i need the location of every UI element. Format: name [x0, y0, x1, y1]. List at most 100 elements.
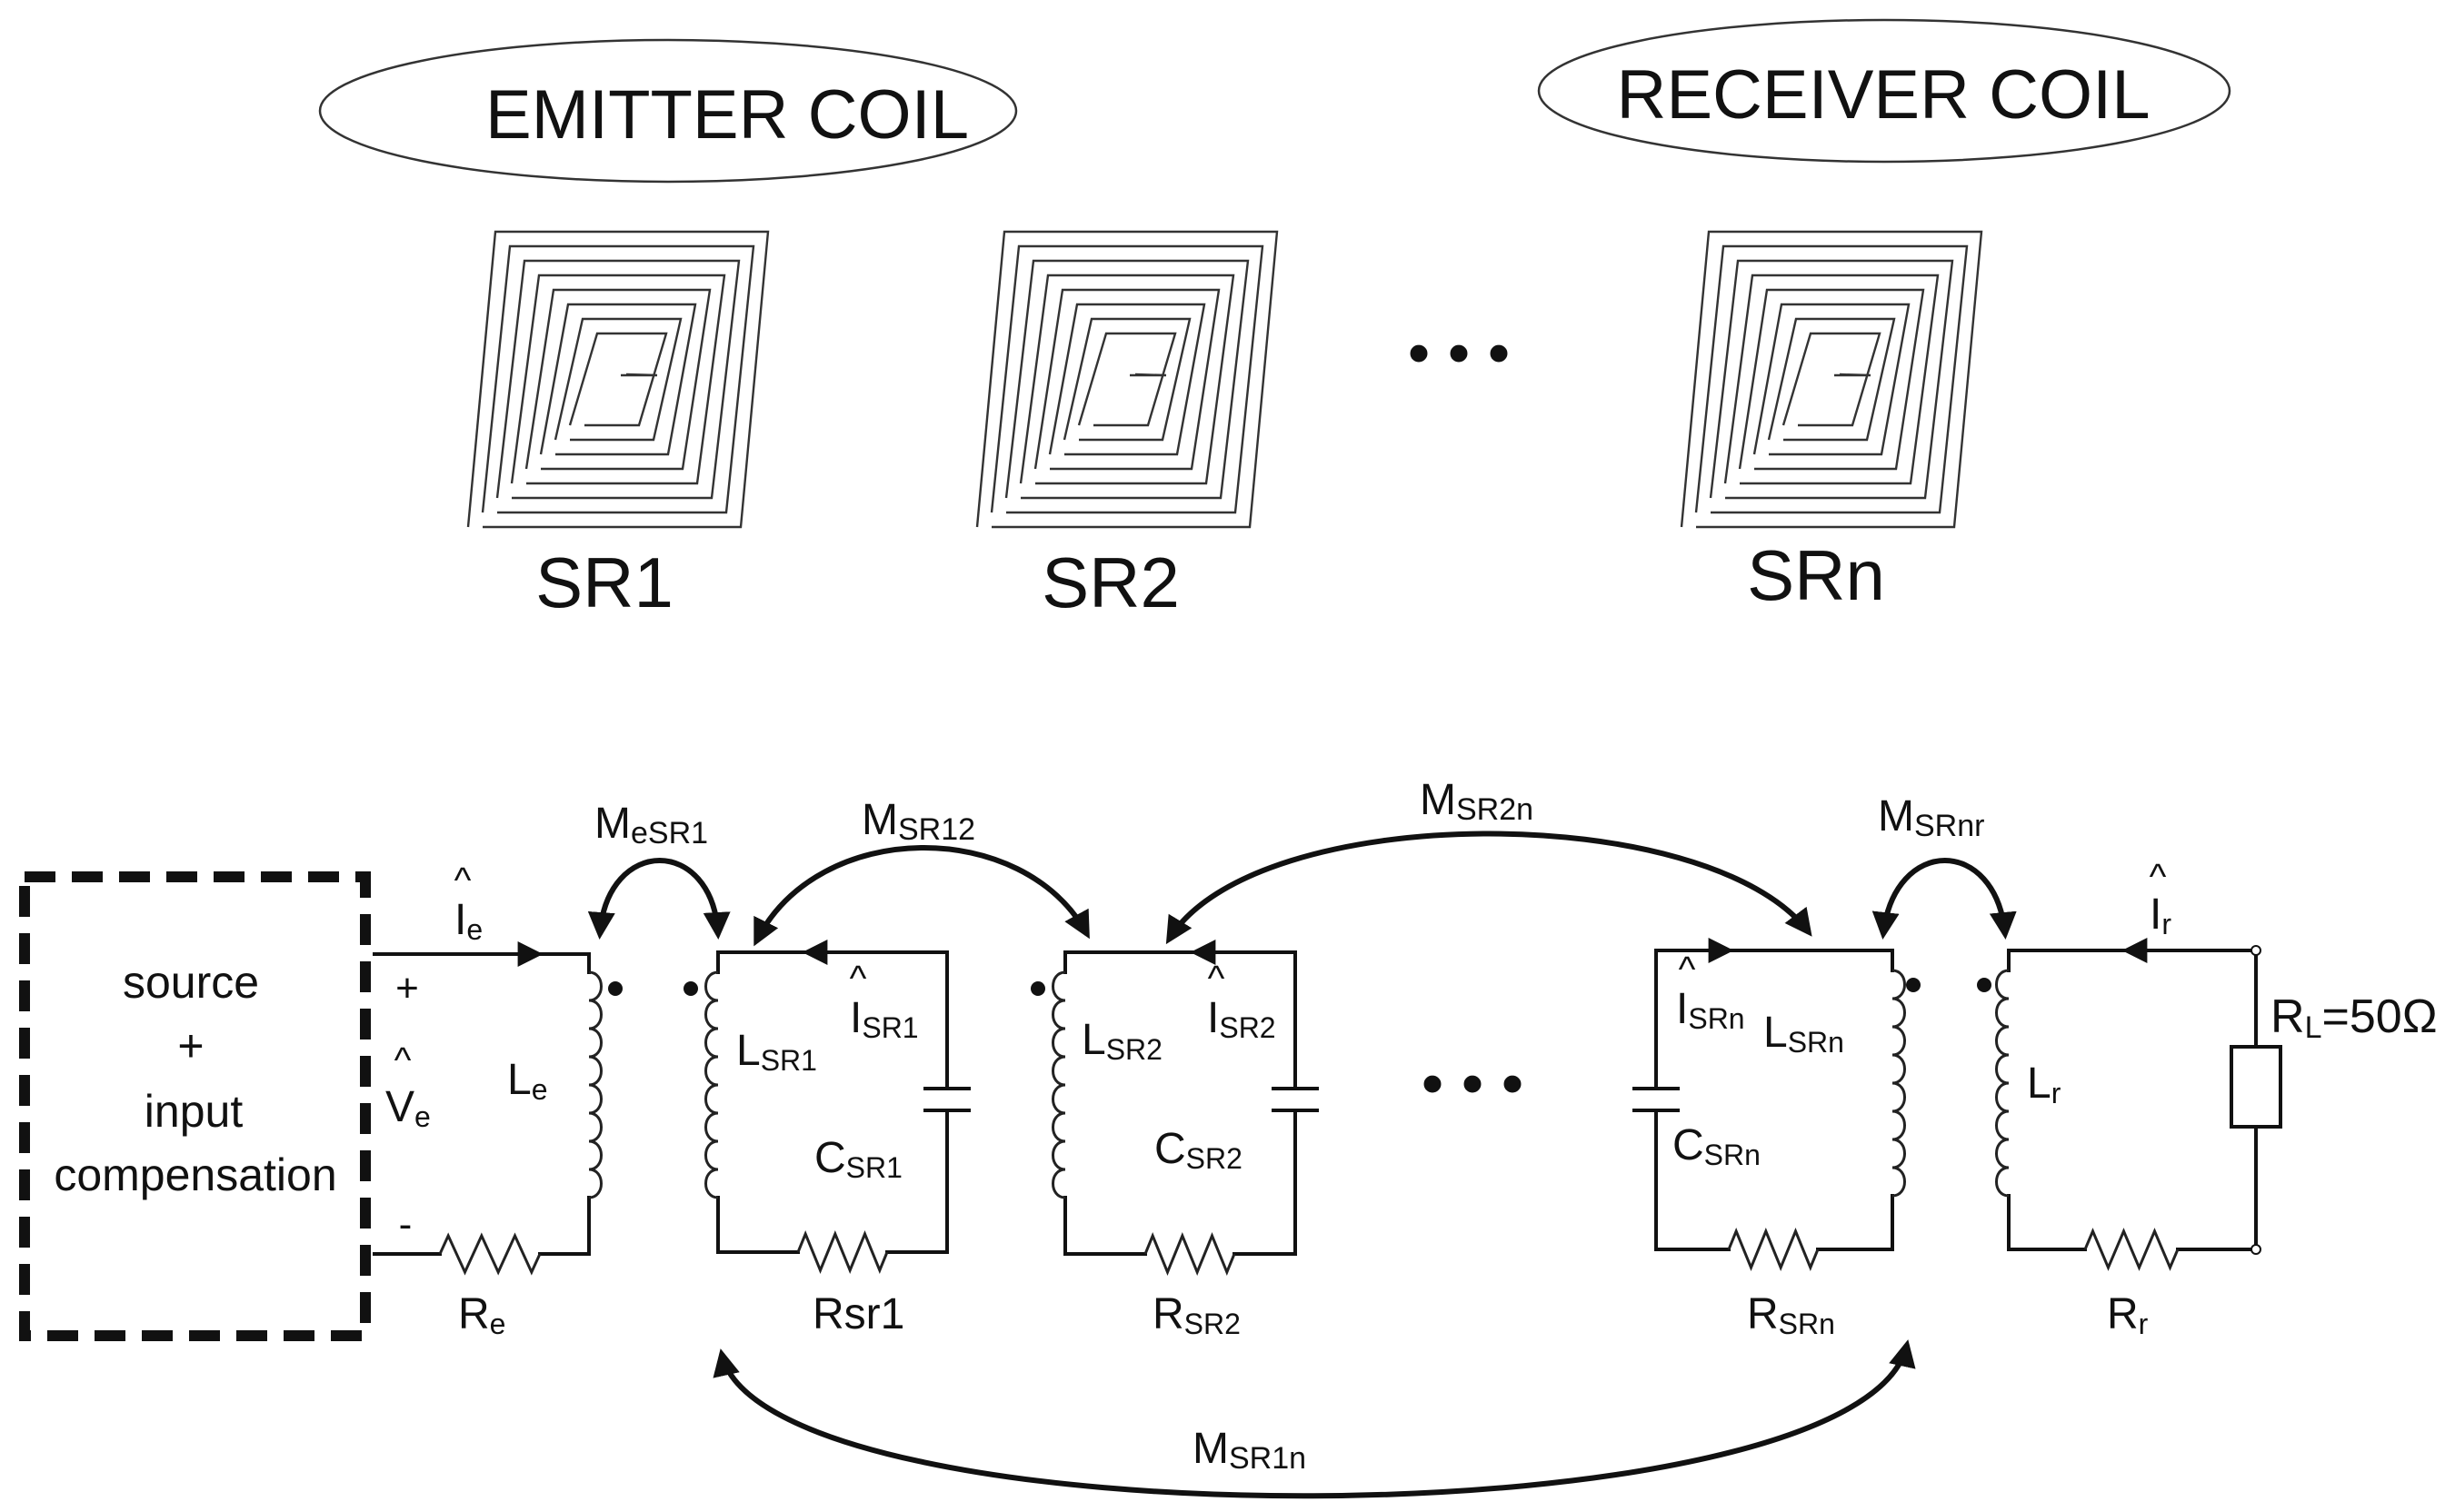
circuit-ellipsis: • • •: [1422, 1048, 1523, 1119]
spiral-turn: [481, 244, 755, 514]
rr-label: Rr: [2107, 1290, 2149, 1340]
svg-text:Ir: Ir: [2150, 890, 2171, 940]
isrn-main: I: [1676, 985, 1688, 1033]
rsrn-main: R: [1747, 1290, 1779, 1338]
srn-dot: [1906, 978, 1921, 992]
m-esr1-main: M: [594, 800, 631, 848]
spiral-turn: [1077, 332, 1177, 427]
source-dashed-box: [19, 871, 371, 1341]
csr2-label: CSR2: [1154, 1125, 1242, 1175]
m-sr12-main: M: [862, 796, 898, 844]
receiver-title-ellipse: [1537, 18, 2231, 164]
m-srnr-label: MSRnr: [1878, 792, 1984, 843]
srn-left-top-wire: [1654, 949, 1894, 1090]
spiral-turn: [975, 230, 1279, 529]
ir-sub: r: [2161, 908, 2171, 940]
spiral-turn: [539, 303, 697, 456]
receiver-inductor: [1995, 969, 2010, 1198]
isr2-sub: SR2: [1219, 1011, 1275, 1044]
spiral-turn: [1680, 230, 1983, 529]
isr1-sub: SR1: [862, 1011, 918, 1044]
spiral-turn: [554, 317, 683, 442]
spiral-turn: [466, 230, 770, 529]
m-sr2n-main: M: [1420, 776, 1456, 824]
rl-main: R: [2270, 990, 2305, 1043]
csr2-main: C: [1154, 1125, 1186, 1173]
source-block: source + input compensation: [19, 871, 371, 1341]
ve-sub: e: [414, 1100, 431, 1133]
isr2-main: I: [1207, 994, 1219, 1042]
lr-main: L: [2027, 1059, 2051, 1108]
receiver-circuit: [1977, 938, 2282, 1271]
isr2-label: ^ ISR2: [1207, 959, 1276, 1044]
m-sr1n-main: M: [1193, 1425, 1229, 1473]
receiver-bottom-wire: [2007, 1194, 2087, 1251]
spiral-turn: [990, 244, 1264, 514]
receiver-dot: [1977, 978, 1991, 992]
m-esr1-label: MeSR1: [594, 800, 708, 850]
sr1-dot: [684, 981, 698, 996]
receiver-resistor: [2083, 1228, 2180, 1271]
isr1-main: I: [850, 994, 862, 1042]
m-sr1n-sub: SR1n: [1229, 1441, 1306, 1476]
svg-text:ISR1: ISR1: [850, 994, 919, 1044]
sr1-circuit: [684, 940, 971, 1274]
spiral-turn: [1767, 317, 1896, 442]
spiral-turn: [1048, 303, 1206, 456]
m-srnr-arc: [1871, 858, 2017, 940]
csr1-sub: SR1: [846, 1151, 903, 1184]
m-srnr-sub: SRnr: [1914, 809, 1984, 843]
receiver-right-wire: [2176, 1125, 2258, 1251]
compensation-text: compensation: [54, 1149, 336, 1200]
re-sub: e: [490, 1308, 506, 1340]
lsrn-label: LSRn: [1763, 1009, 1844, 1059]
sr2-bottom-wire: [1063, 1196, 1147, 1256]
csr1-main: C: [814, 1134, 846, 1182]
spiral-turn: [1752, 303, 1911, 456]
load-terminal-bottom: [2250, 1244, 2261, 1255]
spiral-turn: [1781, 332, 1881, 427]
sr2-circuit: [1031, 940, 1319, 1276]
m-sr12-sub: SR12: [898, 812, 975, 847]
ir-label: ^ Ir: [2150, 857, 2172, 940]
spiral-turn: [495, 259, 741, 500]
m-sr1n-label: MSR1n: [1193, 1425, 1306, 1476]
rsr1-label: Rsr1: [813, 1290, 904, 1338]
ie-main: I: [454, 896, 466, 944]
sr2-resistor: [1143, 1232, 1236, 1276]
csrn-sub: SRn: [1704, 1139, 1761, 1171]
csr2-sub: SR2: [1186, 1142, 1242, 1175]
source-text: source: [123, 957, 259, 1008]
rsr2-main: R: [1153, 1290, 1184, 1338]
sr1-bottom-wire: [716, 1196, 800, 1254]
srn-left-bottom-wire: [1654, 1109, 1731, 1251]
re-main: R: [458, 1290, 490, 1338]
receiver-top-wire: [2007, 949, 2258, 1049]
spiral-turn: [1004, 259, 1250, 500]
isrn-sub: SRn: [1688, 1002, 1744, 1035]
emitter-coil-title: EMITTER COIL: [318, 38, 1018, 184]
m-sr2n-arc: [1165, 831, 1812, 945]
rr-sub: r: [2139, 1308, 2149, 1340]
srn-inductor: [1891, 969, 1906, 1198]
isrn-hat: ^: [1679, 950, 1696, 990]
spiral-resonator-sr2: [975, 230, 1279, 529]
ie-hat: ^: [454, 860, 472, 900]
lr-sub: r: [2051, 1077, 2061, 1109]
csrn-label: CSRn: [1672, 1121, 1761, 1171]
spiral-resonator-sr1: [466, 230, 770, 529]
rsr2-sub: SR2: [1184, 1308, 1241, 1340]
lsr1-main: L: [736, 1027, 761, 1075]
ve-hat: ^: [394, 1040, 412, 1080]
emitter-title-text: EMITTER COIL: [485, 76, 969, 154]
rl-sub: L: [2305, 1010, 2322, 1045]
le-main: L: [507, 1056, 532, 1104]
spiral-turn: [1019, 274, 1235, 485]
isr2-hat: ^: [1208, 959, 1225, 999]
spiral-turn: [1033, 288, 1221, 471]
emitter-resistor: [438, 1232, 542, 1276]
emitter-right-wire: [538, 1196, 591, 1256]
ie-sub: e: [466, 913, 483, 946]
svg-text:Ve: Ve: [385, 1083, 431, 1133]
emitter-dot: [608, 981, 623, 996]
